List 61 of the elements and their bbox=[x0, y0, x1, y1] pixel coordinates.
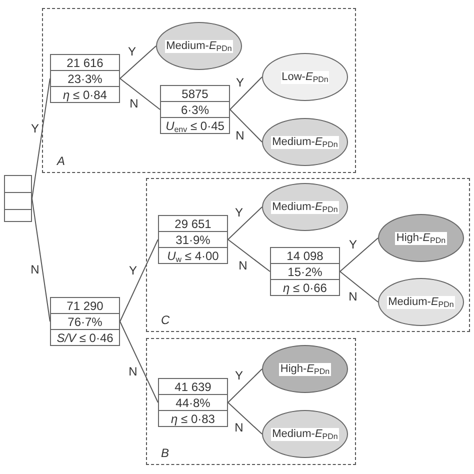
split-node-box bbox=[158, 378, 228, 427]
group-frame bbox=[146, 338, 356, 465]
class-label: Low-E$_{PDn}$ bbox=[280, 70, 330, 84]
branch-line bbox=[120, 78, 160, 110]
split-node-box bbox=[50, 54, 120, 103]
group-frame bbox=[146, 178, 470, 332]
sample-count: 41 639 bbox=[159, 379, 227, 395]
branch-label: N bbox=[348, 290, 358, 304]
class-label: Medium-E$_{PDn}$ bbox=[165, 40, 233, 52]
branch-line bbox=[230, 109, 262, 142]
sample-count: 5875 bbox=[161, 86, 229, 102]
branch-label: N bbox=[234, 129, 246, 142]
split-condition: η ≤ 0·83 bbox=[170, 411, 216, 427]
branch-line bbox=[120, 239, 158, 322]
split-node-box bbox=[270, 247, 340, 296]
branch-line bbox=[340, 238, 378, 272]
branch-line bbox=[120, 321, 158, 403]
branch-label: N bbox=[238, 259, 248, 272]
split-condition: η ≤ 0·66 bbox=[282, 280, 328, 296]
class-label: Medium-E$_{PDn}$ bbox=[271, 136, 339, 148]
group-letter: B bbox=[161, 446, 170, 460]
branch-label: N bbox=[128, 98, 140, 110]
split-node-box bbox=[158, 215, 228, 264]
split-condition: U$_{w}$ ≤ 4·00 bbox=[166, 248, 220, 264]
branch-line bbox=[228, 402, 262, 434]
sample-percentage: 76·7% bbox=[51, 314, 119, 330]
sample-percentage: 44·8% bbox=[159, 395, 227, 411]
branch-line bbox=[230, 76, 262, 110]
branch-line bbox=[228, 368, 262, 403]
group-letter: C bbox=[161, 313, 170, 327]
sample-percentage: 23·3% bbox=[51, 71, 119, 87]
branch-line bbox=[340, 271, 378, 302]
branch-line bbox=[120, 46, 156, 79]
split-condition: S/V ≤ 0·46 bbox=[56, 330, 114, 346]
sample-count: 71 290 bbox=[51, 298, 119, 314]
split-condition: η ≤ 0·84 bbox=[62, 87, 108, 103]
branch-line bbox=[228, 206, 262, 240]
branch-label: Y bbox=[234, 369, 244, 382]
sample-count: 29 651 bbox=[159, 216, 227, 232]
sample-count: 14 098 bbox=[271, 248, 339, 264]
sample-percentage: 15·2% bbox=[271, 264, 339, 280]
branch-label: N bbox=[30, 264, 40, 276]
branch-label: N bbox=[128, 366, 138, 378]
branch-label: Y bbox=[128, 264, 138, 277]
group-letter: A bbox=[57, 154, 66, 168]
split-node-box bbox=[160, 85, 230, 134]
split-condition: U$_{env}$ ≤ 0·45 bbox=[164, 118, 226, 134]
root-node-box bbox=[4, 175, 32, 222]
sample-percentage: 31·9% bbox=[159, 232, 227, 248]
sample-percentage: 6·3% bbox=[161, 102, 229, 118]
branch-label: Y bbox=[348, 238, 358, 252]
class-label: High-E$_{PDn}$ bbox=[279, 362, 331, 376]
branch-label: Y bbox=[30, 122, 40, 135]
class-label: High-E$_{PDn}$ bbox=[395, 232, 447, 244]
sample-count: 21 616 bbox=[51, 55, 119, 71]
class-label: Medium-E$_{PDn}$ bbox=[271, 428, 339, 440]
split-node-box bbox=[50, 297, 120, 346]
class-label: Medium-E$_{PDn}$ bbox=[271, 200, 339, 214]
class-label: Medium-E$_{PDn}$ bbox=[387, 296, 455, 308]
group-frame bbox=[42, 8, 356, 173]
branch-line bbox=[228, 239, 270, 272]
